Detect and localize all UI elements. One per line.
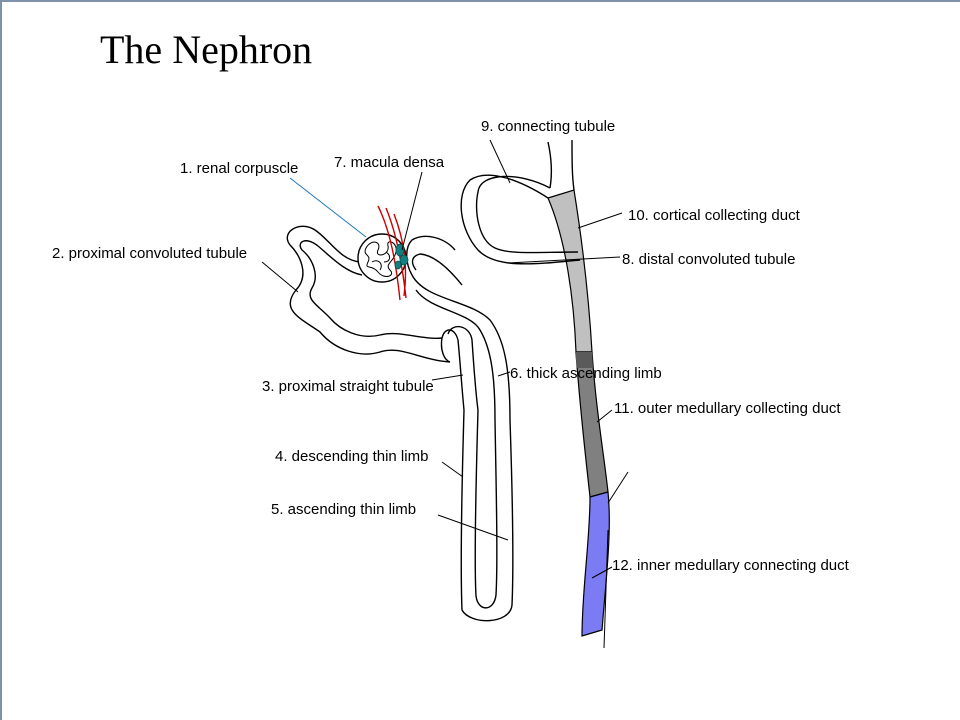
label-outer-medullary-collecting-duct: 11. outer medullary collecting duct bbox=[614, 400, 841, 417]
slide-frame-top bbox=[0, 0, 960, 2]
label-renal-corpuscle: 1. renal corpuscle bbox=[180, 160, 298, 177]
glomerulus-capillary-tuft bbox=[364, 241, 397, 277]
pointer-lines bbox=[261, 139, 629, 649]
slide-frame-left bbox=[0, 0, 2, 720]
label-ascending-thin-limb: 5. ascending thin limb bbox=[271, 501, 416, 518]
cortical-collecting-duct-segment bbox=[547, 189, 593, 353]
label-inner-medullary-connecting-duct: 12. inner medullary connecting duct bbox=[612, 557, 850, 574]
label-proximal-straight-tubule: 3. proximal straight tubule bbox=[262, 378, 434, 395]
labels: 1. renal corpuscle 7. macula densa 2. pr… bbox=[52, 118, 850, 574]
collecting-duct bbox=[547, 189, 610, 637]
label-cortical-collecting-duct: 10. cortical collecting duct bbox=[628, 207, 801, 224]
label-macula-densa: 7. macula densa bbox=[334, 154, 445, 171]
page-title: The Nephron bbox=[100, 27, 313, 72]
label-descending-thin-limb: 4. descending thin limb bbox=[275, 448, 428, 465]
label-distal-convoluted-tubule: 8. distal convoluted tubule bbox=[622, 251, 795, 268]
macula-densa bbox=[394, 243, 409, 270]
label-connecting-tubule: 9. connecting tubule bbox=[481, 118, 615, 135]
nephron-tubule bbox=[286, 139, 581, 622]
label-proximal-convoluted-tubule: 2. proximal convoluted tubule bbox=[52, 245, 247, 262]
thick-limb-overlap-segment bbox=[575, 352, 593, 368]
renal-corpuscle bbox=[357, 233, 407, 283]
inner-medullary-collecting-duct-segment bbox=[581, 491, 610, 637]
label-thick-ascending-limb: 6. thick ascending limb bbox=[510, 365, 662, 382]
